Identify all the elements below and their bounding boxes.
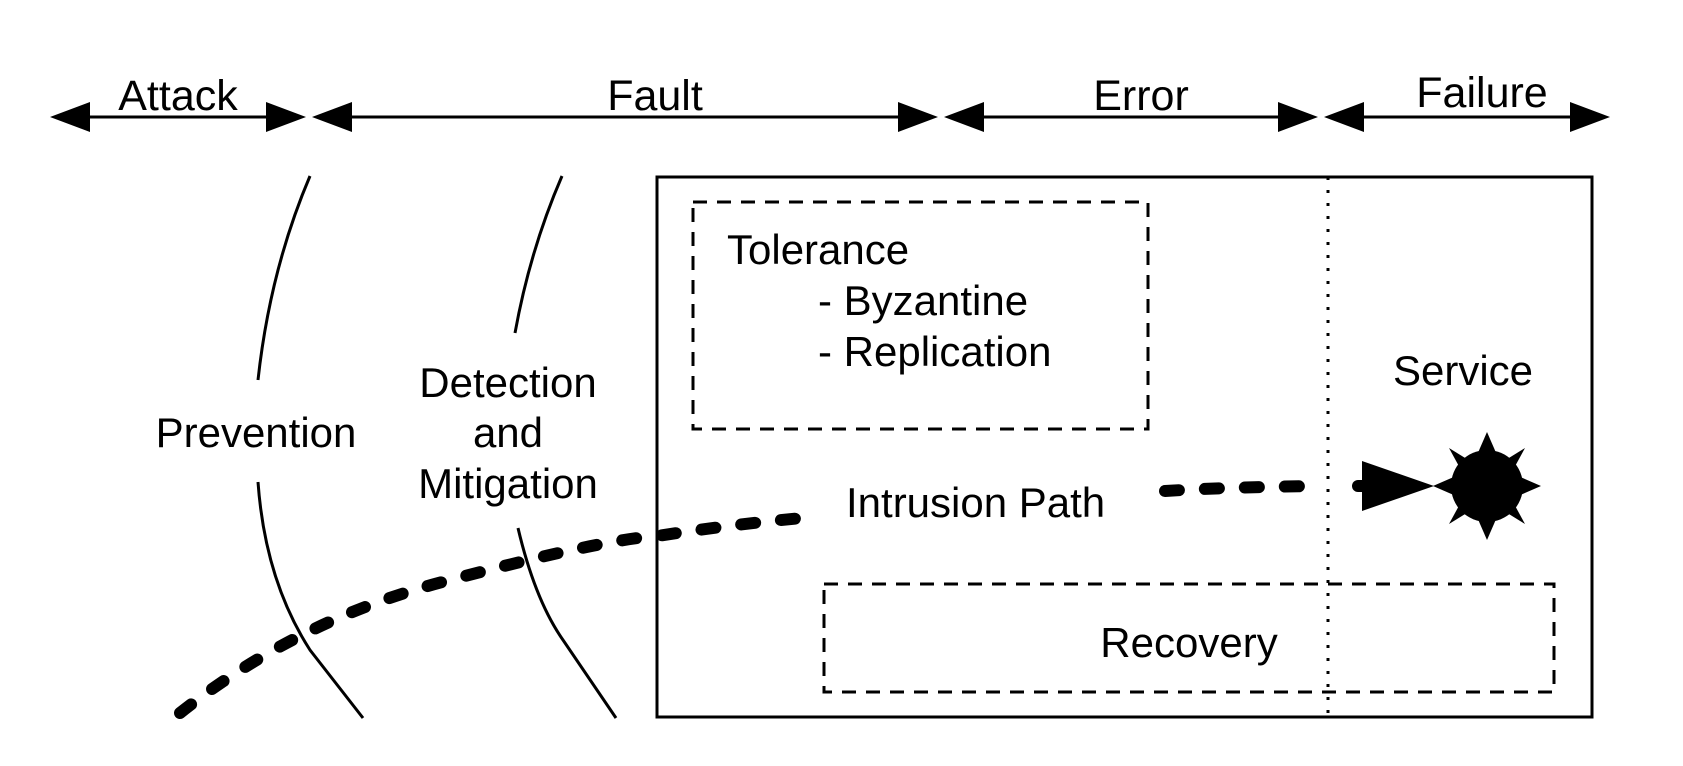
attack-arrow [50, 102, 306, 132]
failure-arrow [1324, 102, 1610, 132]
attack-label: Attack [118, 72, 238, 120]
intrusion-arrowhead [1362, 461, 1434, 511]
fault-arrow [312, 102, 938, 132]
detection-label-line-1: Detection [419, 359, 596, 406]
failure-label: Failure [1416, 69, 1547, 117]
tolerance-item-byzantine: - Byzantine [818, 277, 1028, 324]
error-label: Error [1093, 72, 1189, 120]
detection-barrier [513, 175, 618, 719]
detection-label-line-2: and [473, 409, 543, 456]
phase-timeline [50, 102, 1610, 132]
service-label: Service [1393, 347, 1533, 394]
fault-label: Fault [607, 72, 703, 120]
system-box [655, 175, 1594, 719]
intrusion-path-label: Intrusion Path [846, 479, 1105, 526]
tolerance-box [691, 200, 1150, 431]
tolerance-title: Tolerance [727, 226, 909, 273]
intrusion-path [174, 480, 1374, 719]
recovery-label: Recovery [1100, 619, 1277, 666]
tolerance-item-replication: - Replication [818, 328, 1051, 375]
prevention-barrier [256, 175, 365, 719]
prevention-label: Prevention [156, 409, 357, 456]
error-arrow [944, 102, 1318, 132]
detection-label-line-3: Mitigation [418, 460, 598, 507]
failure-burst-icon [1433, 432, 1541, 540]
recovery-box [822, 582, 1556, 694]
